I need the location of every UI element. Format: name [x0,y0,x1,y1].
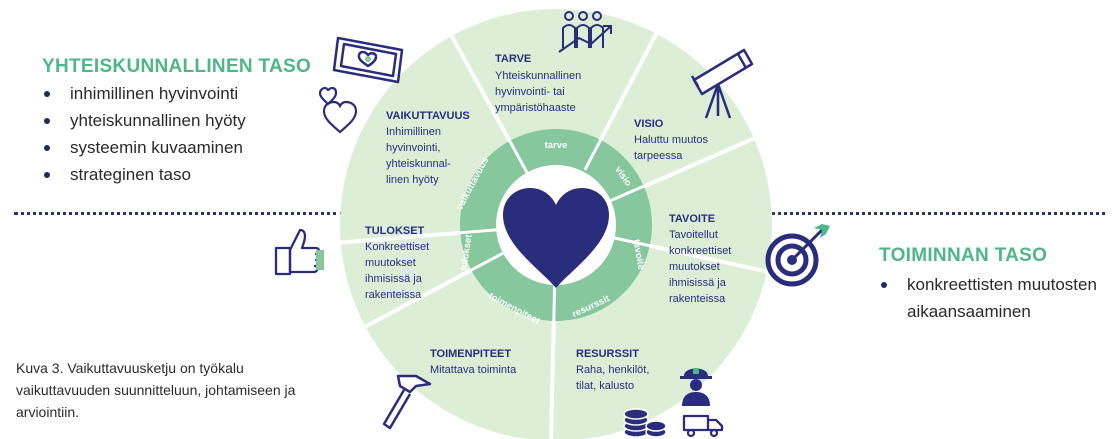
hearts-icon [318,86,358,134]
left-heading: YHTEISKUNNALLINEN TASO [42,56,312,77]
left-bullet-item: systeemin kuvaaminen [42,134,246,161]
people-growth-icon [558,11,612,53]
left-bullet-item: inhimillinen hyvinvointi [42,80,246,107]
right-bullet-list: konkreettisten muutosten aikaansaaminen [879,271,1109,325]
segment-line: ihmisissä ja [365,273,423,285]
right-bullet-item: konkreettisten muutosten aikaansaaminen [879,271,1109,325]
segment-line: Inhimillinen [386,126,441,138]
worker-icon [680,368,712,406]
segment-line: linen hyöty [386,174,439,186]
thumbs-up-icon [274,228,324,276]
segment-line: Haluttu muutos [634,134,708,146]
ring-dividers [460,139,651,322]
segment-line: konkreettiset [669,245,731,257]
segment-line: hyvinvointi- tai [495,86,565,98]
dotted-divider-left [14,212,344,215]
left-bullet-item: strateginen taso [42,161,246,188]
truck-icon [682,414,724,438]
segment-line: Yhteiskunnallinen [495,70,581,82]
segment-line: rakenteissa [365,289,422,301]
right-heading: TOIMINNAN TASO [879,245,1048,266]
left-bullet-item: yhteiskunnallinen hyöty [42,107,246,134]
hammer-icon [382,374,432,430]
target-icon [765,224,830,287]
segment-line: yhteiskunnal- [386,158,451,170]
segment-line: Konkreettiset [365,241,429,253]
segment-title-resurssit: RESURSSIT [576,348,639,360]
segment-line: hyvinvointi, [386,142,440,154]
ring-label-tulokset: tulokset [459,233,475,271]
segment-line: ihmisissä ja [669,277,727,289]
segment-line: muutokset [365,257,416,269]
heart-icon [503,188,609,288]
segment-title-toimenpiteet: TOIMENPITEET [430,348,511,360]
segment-line: tarpeessa [634,150,683,162]
coins-icon [623,408,667,438]
ring-label-tarve: tarve [545,140,568,151]
segment-title-tavoite: TAVOITE [669,213,715,225]
ring-label-tavoite: tavoite [630,239,646,271]
dotted-divider-right [755,212,1105,215]
left-bullet-list: inhimillinen hyvinvointi yhteiskunnallin… [42,80,246,188]
segment-title-tarve: TARVE [495,53,531,65]
segment-line: Mitattava toiminta [430,364,517,376]
segment-title-tulokset: TULOKSET [365,225,425,237]
segment-title-vaikuttavuus: VAIKUTTAVUUS [386,110,470,122]
segment-line: muutokset [669,261,720,273]
segment-line: ympäristöhaaste [495,102,576,114]
figure-caption: Kuva 3. Vaikuttavuusketju on työkalu vai… [16,360,296,420]
money-heart-icon [332,36,404,84]
segment-line: tilat, kalusto [576,380,634,392]
telescope-icon [690,48,754,119]
segment-line: rakenteissa [669,293,726,305]
segment-line: Raha, henkilöt, [576,364,649,376]
segment-line: Tavoitellut [669,229,718,241]
segment-title-visio: VISIO [634,118,664,130]
